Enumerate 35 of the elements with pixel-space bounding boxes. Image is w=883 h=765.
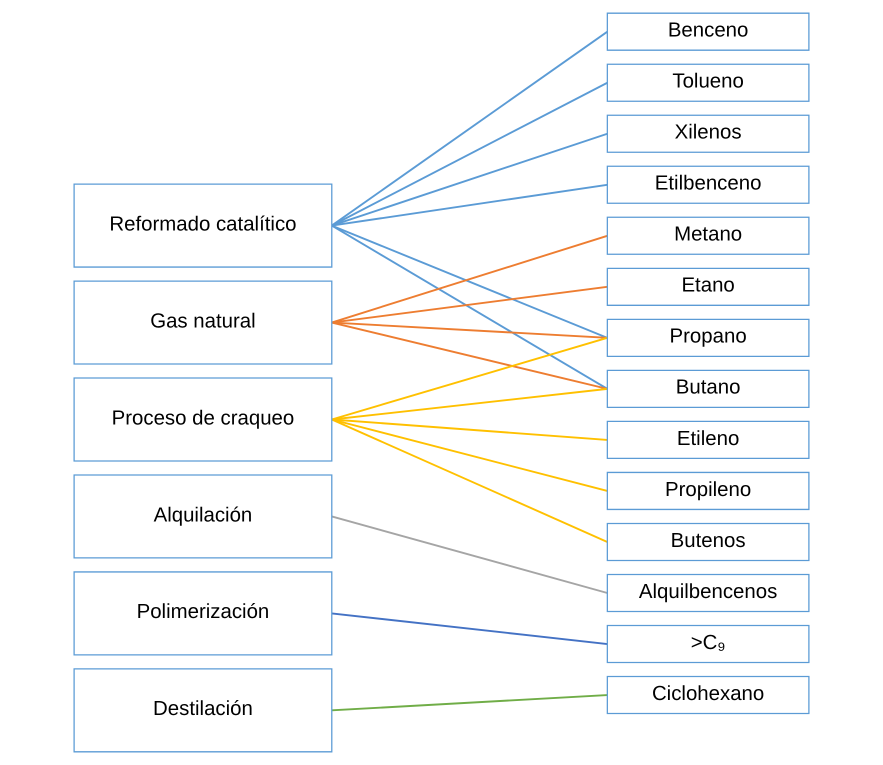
node-box: Destilación [73,668,332,752]
node-box: Benceno [606,12,810,51]
node-box: Xilenos [606,114,810,153]
connector [331,82,608,226]
connector [332,612,608,645]
node-box: Polimerización [73,571,332,656]
node-box: Alquilación [73,474,332,559]
connector [332,694,608,712]
node-box: Propileno [606,472,810,510]
node-box: Etileno [606,420,810,460]
node-box: Etano [606,268,810,306]
connector [331,224,608,390]
node-box: Ciclohexano [606,676,810,714]
connector [332,388,608,420]
node-box: Etilbenceno [606,166,810,204]
connector [331,224,608,339]
node-box: Reformado catalítico [73,184,332,268]
connector [332,336,608,420]
node-box: Metano [606,216,810,255]
connector [332,322,608,339]
connector [331,418,608,543]
node-box: Butano [606,370,810,408]
node-box: Butenos [606,522,810,562]
node-box: Proceso de craqueo [73,377,332,462]
node-box: Tolueno [606,64,810,102]
connector [332,234,608,324]
connector [332,184,608,227]
node-box: Propano [606,318,810,357]
node-box: >C₉ [606,624,810,664]
node-box: Alquilbencenos [606,574,810,612]
node-box: Gas natural [73,280,332,365]
connector [332,516,608,594]
connector [331,30,608,226]
connector [332,322,608,390]
connector [331,132,608,226]
